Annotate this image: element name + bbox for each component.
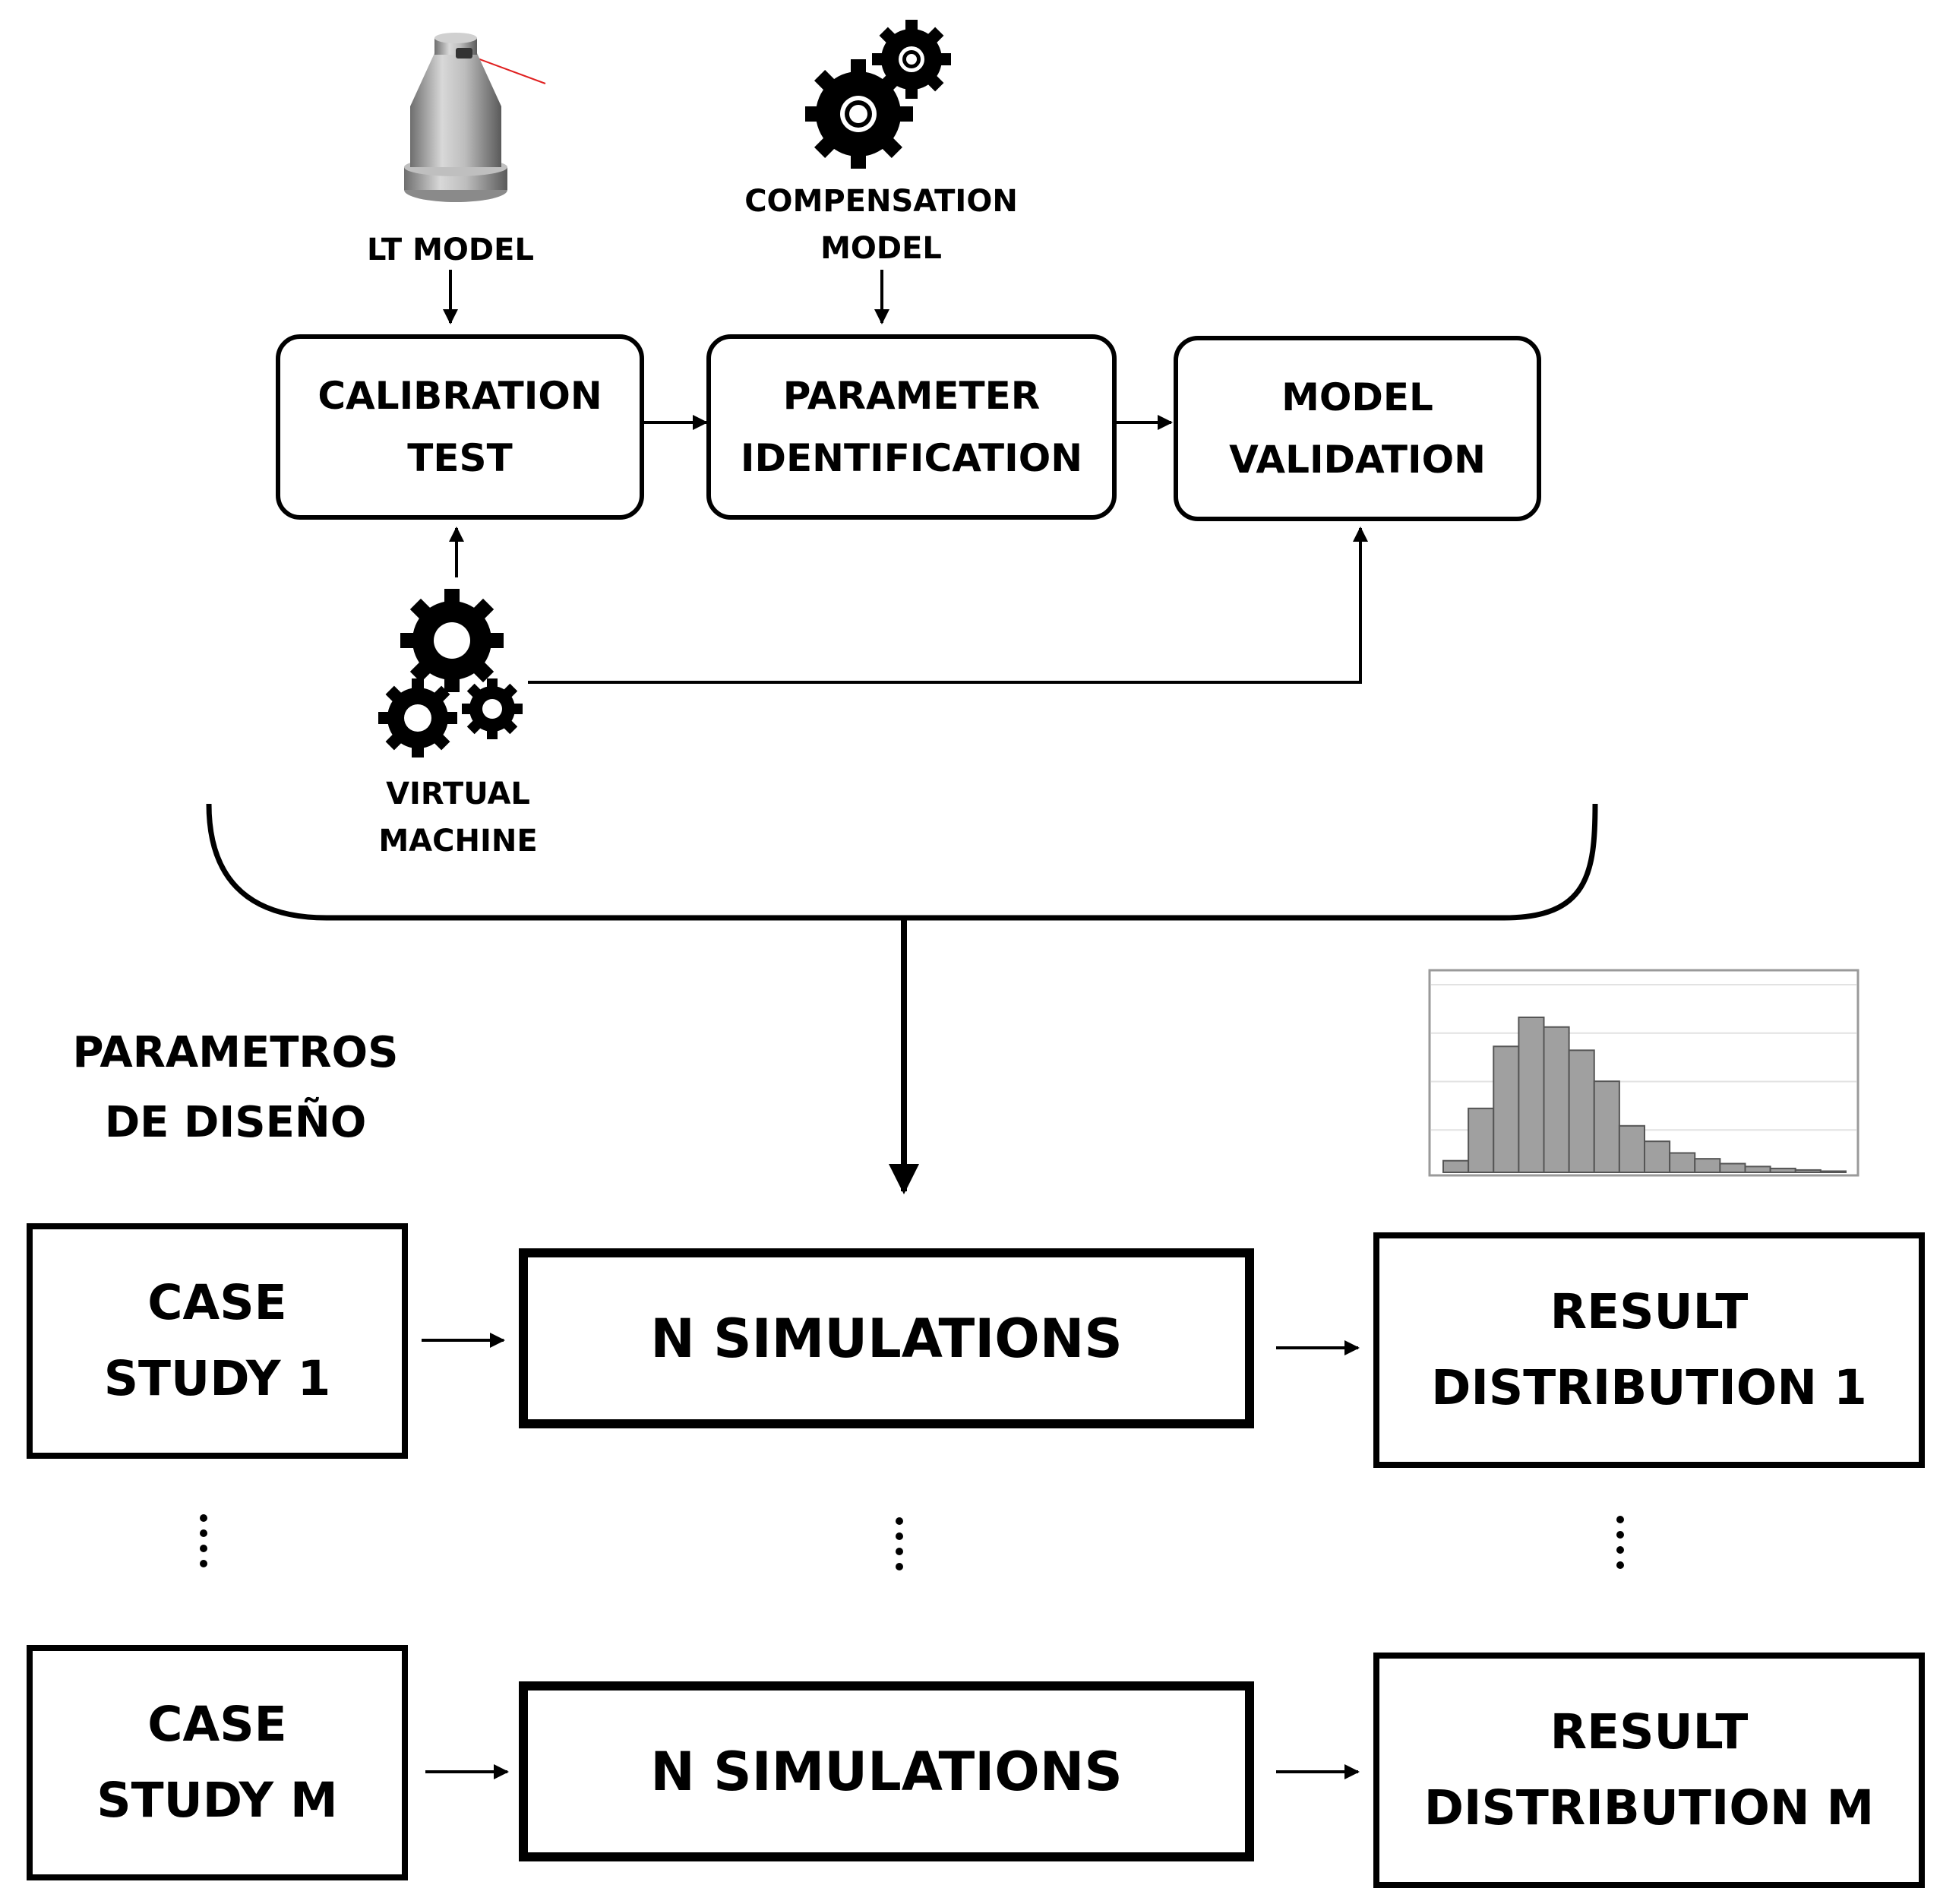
histogram-bar — [1442, 1159, 1470, 1173]
histogram-bar — [1744, 1165, 1771, 1174]
validation-line-2: VALIDATION — [1229, 438, 1486, 482]
parameter-identification-box: PARAMETER IDENTIFICATION — [706, 334, 1117, 520]
compensation-model-line-2: MODEL — [820, 231, 942, 266]
result-distribution-1-line-2: DISTRIBUTION 1 — [1431, 1360, 1867, 1415]
model-validation-box: MODEL VALIDATION — [1174, 336, 1541, 521]
case-study-1-line-1: CASE — [147, 1275, 287, 1330]
histogram-bar — [1568, 1049, 1595, 1173]
histogram-bar — [1593, 1080, 1620, 1173]
virtual-machine-gears-icon — [378, 589, 523, 757]
design-parameters-label: PARAMETROS DE DISEÑO — [68, 1018, 403, 1158]
compensation-gears-icon — [805, 20, 951, 169]
compensation-model-label: COMPENSATION MODEL — [729, 178, 1033, 272]
result-distribution-m-line-2: DISTRIBUTION M — [1423, 1780, 1875, 1836]
parameter-line-1: PARAMETER — [782, 374, 1041, 418]
result-distribution-1-line-1: RESULT — [1550, 1284, 1749, 1339]
design-parameters-line-2: DE DISEÑO — [104, 1098, 367, 1147]
calibration-test-box: CALIBRATION TEST — [276, 334, 644, 520]
histogram-icon — [1428, 969, 1859, 1177]
n-simulations-1-box: N SIMULATIONS — [519, 1248, 1254, 1428]
case-study-m-line-2: STUDY M — [96, 1773, 338, 1828]
grouping-brace — [206, 803, 1598, 921]
histogram-bar — [1618, 1124, 1645, 1174]
virtual-machine-line-1: VIRTUAL — [386, 776, 530, 811]
histogram-bar — [1518, 1017, 1545, 1173]
histogram-bar — [1769, 1167, 1796, 1173]
histogram-bar — [1493, 1045, 1520, 1173]
vertical-ellipsis-cases — [200, 1514, 207, 1567]
validation-line-1: MODEL — [1281, 375, 1433, 419]
histogram-bar — [1719, 1162, 1746, 1173]
calibration-line-2: TEST — [407, 436, 513, 480]
parameter-line-2: IDENTIFICATION — [740, 436, 1083, 480]
histogram-bars — [1442, 1017, 1847, 1174]
case-study-m-box: CASE STUDY M — [27, 1645, 408, 1880]
result-distribution-1-box: RESULT DISTRIBUTION 1 — [1373, 1232, 1925, 1468]
n-simulations-1-label: N SIMULATIONS — [650, 1307, 1123, 1370]
histogram-bar — [1468, 1107, 1495, 1174]
histogram-bar — [1543, 1026, 1570, 1173]
case-study-m-line-1: CASE — [147, 1697, 287, 1752]
n-simulations-m-label: N SIMULATIONS — [650, 1740, 1123, 1803]
vertical-ellipsis-results — [1616, 1516, 1624, 1569]
calibration-line-1: CALIBRATION — [318, 374, 602, 418]
histogram-bar — [1819, 1170, 1847, 1174]
virtual-machine-line-2: MACHINE — [378, 824, 538, 859]
histogram-bar — [1669, 1152, 1696, 1173]
vertical-ellipsis-simulations — [896, 1517, 903, 1570]
design-parameters-line-1: PARAMETROS — [72, 1028, 399, 1077]
n-simulations-m-box: N SIMULATIONS — [519, 1681, 1254, 1861]
histogram-bar — [1794, 1169, 1822, 1174]
case-study-1-box: CASE STUDY 1 — [27, 1223, 408, 1459]
result-distribution-m-box: RESULT DISTRIBUTION M — [1373, 1653, 1925, 1888]
compensation-model-line-1: COMPENSATION — [744, 184, 1018, 219]
arrow-vm-to-validation — [528, 527, 1368, 684]
lt-model-label: LT MODEL — [367, 232, 534, 267]
laser-tracker-icon — [404, 33, 546, 202]
case-study-1-line-2: STUDY 1 — [103, 1351, 331, 1406]
histogram-bar — [1644, 1140, 1671, 1173]
result-distribution-m-line-1: RESULT — [1550, 1704, 1749, 1760]
virtual-machine-label: VIRTUAL MACHINE — [344, 770, 572, 865]
histogram-bar — [1694, 1158, 1721, 1173]
